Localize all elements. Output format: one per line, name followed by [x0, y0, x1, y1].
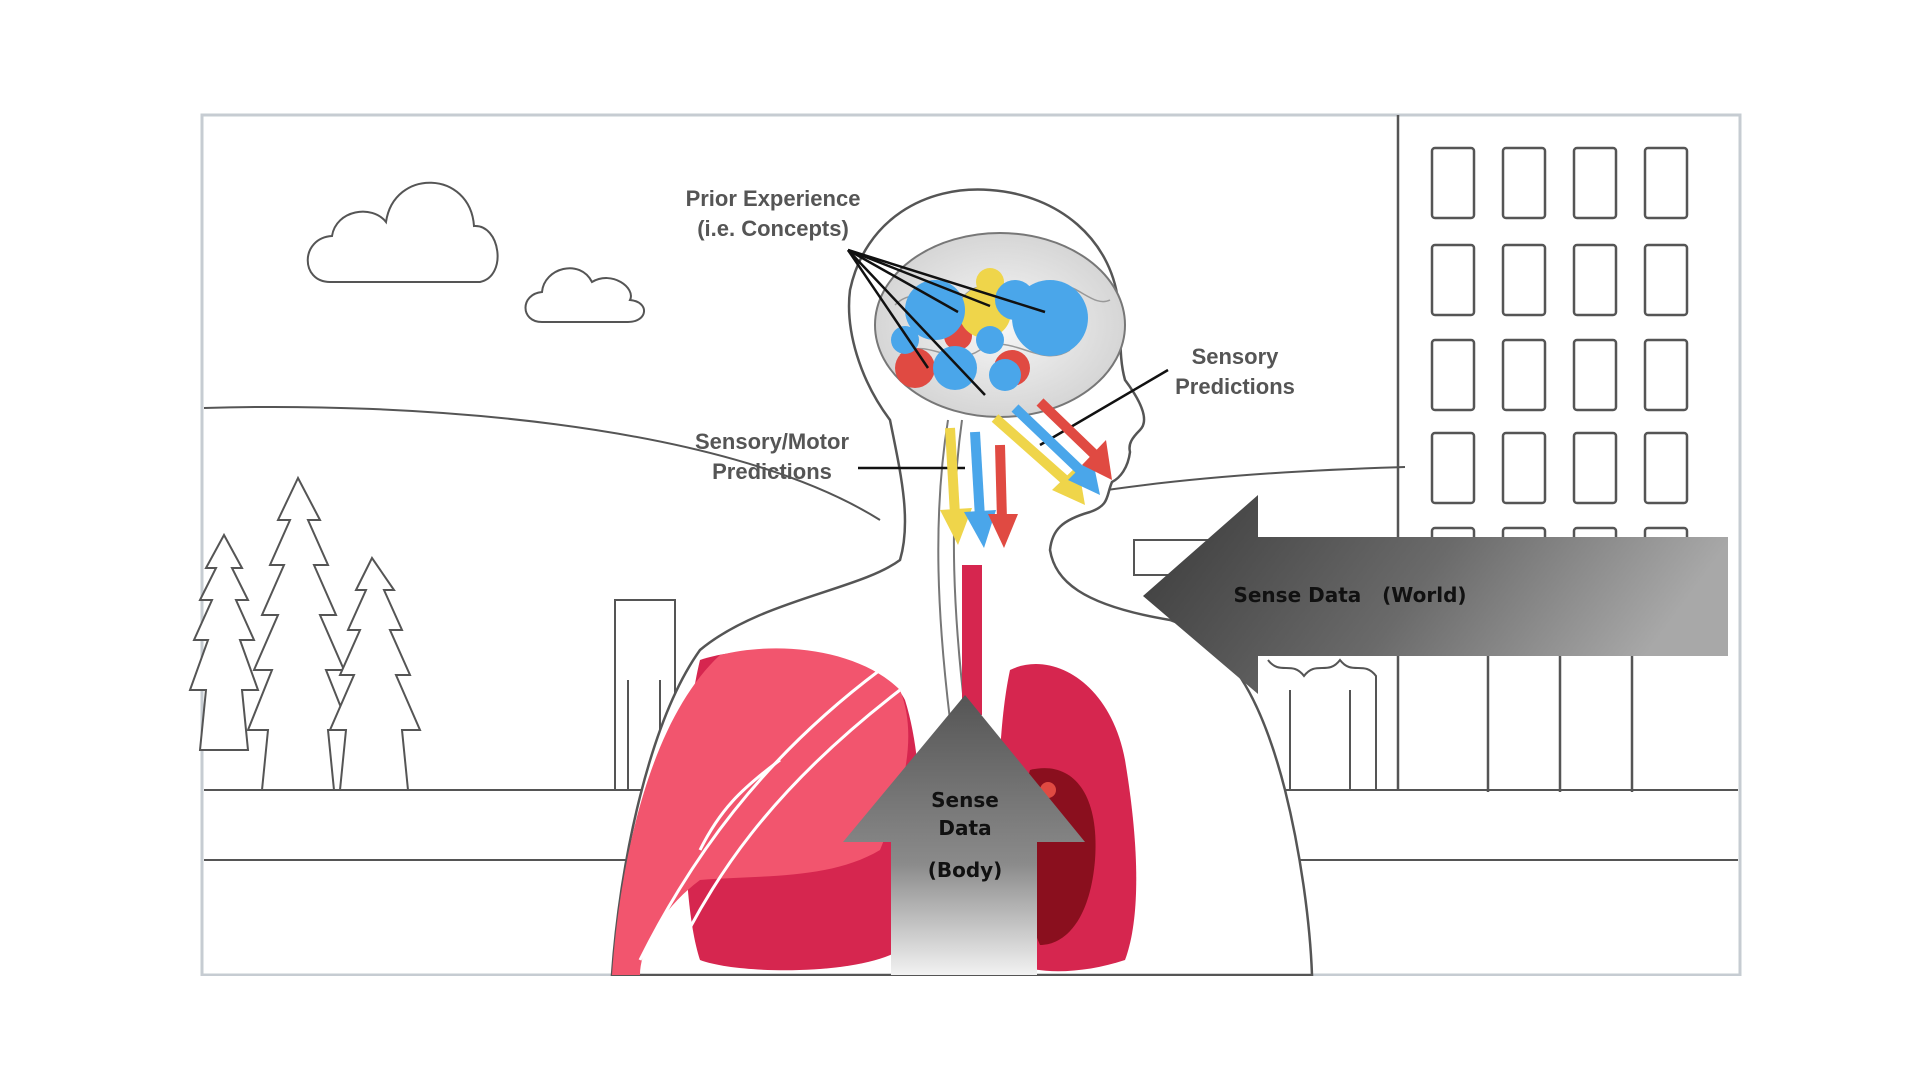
- spinal-cord: [937, 419, 967, 721]
- sensory-predictions-line1: Sensory: [1191, 344, 1279, 369]
- pine-tree-icon: [188, 532, 260, 751]
- prediction-arrows-diagonal: [991, 398, 1112, 505]
- concept-circle-blue: [976, 326, 1004, 354]
- sense-data-body-label: Sense Data (Body): [905, 786, 1025, 884]
- concept-circle-blue: [995, 280, 1035, 320]
- sense-data-body-line2: Data: [938, 816, 992, 840]
- sense-data-body-arrow: [843, 695, 1085, 975]
- prior-experience-label: Prior Experience (i.e. Concepts): [663, 184, 883, 244]
- sense-data-world-arrow: [1143, 495, 1728, 694]
- shoulder-muscle: [612, 648, 909, 975]
- arrow-red-down: [988, 444, 1018, 548]
- sensory-predictions-label: Sensory Predictions: [1140, 342, 1330, 402]
- arrow-red-diagonal: [1036, 398, 1112, 480]
- cloud-icon: [306, 181, 499, 283]
- sense-data-world-label: Sense Data (World): [1233, 583, 1467, 607]
- concept-circle-red: [895, 348, 935, 388]
- sensory-motor-predictions-label: Sensory/Motor Predictions: [672, 427, 872, 487]
- prior-experience-line2: (i.e. Concepts): [697, 216, 849, 241]
- arrow-yellow-down: [940, 427, 972, 545]
- concept-circles: [891, 268, 1088, 391]
- sensory-motor-line2: Predictions: [712, 459, 832, 484]
- bottom-margin: [0, 976, 1920, 1080]
- sensory-motor-line1: Sensory/Motor: [694, 429, 850, 454]
- muscle-fibers: [638, 668, 901, 973]
- cloud-icon: [524, 267, 645, 323]
- prior-experience-pointers: [846, 248, 1046, 396]
- arrow-blue-down: [964, 431, 996, 548]
- building-icon: [1396, 115, 1689, 792]
- sense-data-body-line3: (Body): [927, 858, 1003, 882]
- sensory-predictions-line2: Predictions: [1175, 374, 1295, 399]
- prior-experience-line1: Prior Experience: [685, 186, 861, 211]
- concept-circle-blue: [933, 346, 977, 390]
- concept-circle-blue: [989, 359, 1021, 391]
- trachea: [962, 565, 982, 715]
- sensory-predictions-pointer: [1039, 368, 1169, 447]
- concept-circle-yellow: [976, 268, 1004, 296]
- sense-data-body-line1: Sense: [931, 788, 999, 812]
- concept-circle-blue: [891, 326, 919, 354]
- prediction-arrows-down: [940, 427, 1018, 548]
